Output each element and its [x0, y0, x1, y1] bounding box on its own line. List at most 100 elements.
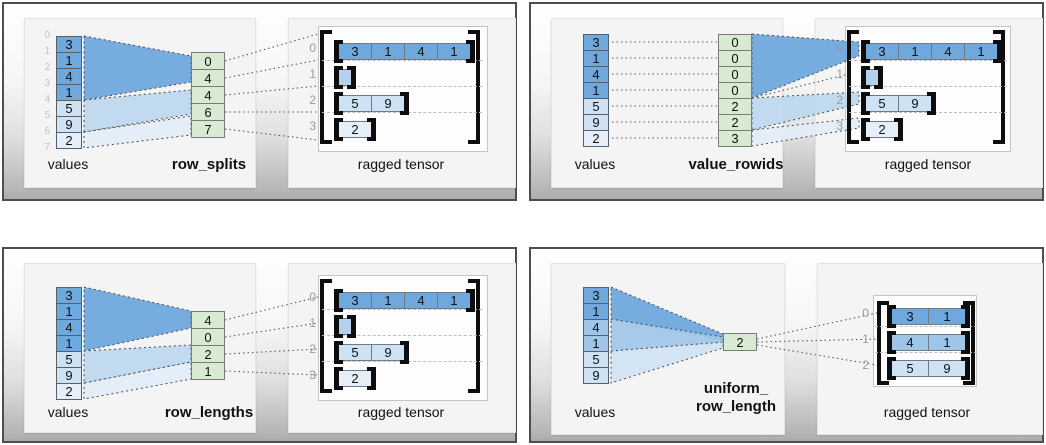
row-bracket-right-icon — [993, 40, 1002, 63]
row-index-label: 3 — [836, 119, 843, 133]
param-cell: 0 — [191, 328, 225, 346]
row-lengths-column: 4 0 2 1 — [191, 311, 225, 380]
values-cell: 4 — [56, 68, 82, 85]
value-index-label: 7 — [44, 142, 50, 153]
param-caption: row_splits — [171, 156, 247, 173]
values-cell: 9 — [583, 114, 609, 131]
row-bracket-right-icon — [400, 92, 409, 115]
uniform-row-length-cell: 2 — [723, 333, 757, 351]
row-index-label: 2 — [836, 93, 843, 107]
bracket-right-icon — [963, 301, 975, 385]
row-bracket-right-icon — [961, 357, 970, 380]
param-cell: 6 — [191, 103, 225, 121]
row-bracket-right-icon — [367, 118, 376, 141]
tensor-row: 5 9 — [334, 92, 409, 115]
param-cell: 4 — [191, 311, 225, 329]
tensor-cell: 1 — [898, 43, 932, 60]
values-cell: 9 — [583, 367, 609, 384]
tensor-cell: 9 — [371, 95, 405, 112]
row-bracket-right-icon — [961, 305, 970, 328]
row-bracket-left-icon — [861, 92, 870, 115]
tensor-row: 5 9 — [861, 92, 936, 115]
row-bracket-left-icon — [334, 92, 343, 115]
tensor-row: 3 1 4 1 — [334, 289, 475, 312]
bracket-left-icon — [320, 30, 332, 144]
tensor-cell: 5 — [865, 95, 899, 112]
tensor-row: 3 1 4 1 — [861, 40, 1002, 63]
row-bracket-right-icon — [466, 40, 475, 63]
row-index-label: 0 — [309, 41, 316, 55]
param-cell: 0 — [718, 82, 752, 99]
row-bracket-right-icon — [400, 341, 409, 364]
tensor-row: 5 9 — [334, 341, 409, 364]
row-bracket-left-icon — [887, 357, 896, 380]
row-index-label: 2 — [309, 93, 316, 107]
panel-row-lengths: 3 1 4 1 5 9 2 4 0 2 1 values row_lengths… — [2, 247, 517, 443]
row-bracket-left-icon — [861, 118, 870, 141]
bracket-left-icon — [847, 30, 859, 144]
values-cell: 1 — [56, 52, 82, 69]
row-index-label: 2 — [309, 342, 316, 356]
tensor-row: 2 — [334, 367, 376, 390]
values-cell: 5 — [56, 100, 82, 117]
panel-uniform-row-length: 3 1 4 1 5 9 2 values uniform_ row_length… — [529, 247, 1044, 443]
row-index-label: 0 — [836, 41, 843, 55]
tensor-cell: 9 — [898, 95, 932, 112]
values-cell: 5 — [583, 98, 609, 115]
row-index-label: 0 — [309, 290, 316, 304]
param-caption: value_rowids — [688, 156, 784, 173]
tensor-cell: 1 — [371, 43, 405, 60]
row-bracket-left-icon — [334, 118, 343, 141]
values-cell: 1 — [56, 335, 82, 352]
bracket-right-icon — [468, 30, 480, 144]
tensor-cell: 3 — [865, 43, 899, 60]
row-bracket-left-icon — [334, 66, 343, 89]
row-index-label: 3 — [309, 368, 316, 382]
row-index-label: 0 — [862, 306, 869, 320]
row-splits-column: 0 4 4 6 7 — [191, 52, 225, 138]
bracket-left-icon — [877, 301, 889, 385]
values-cell: 3 — [56, 36, 82, 53]
values-caption: values — [574, 156, 616, 172]
tensor-caption: ragged tensor — [357, 156, 445, 172]
param-cell: 2 — [718, 114, 752, 131]
tensor-cell: 4 — [404, 43, 438, 60]
param-caption-line1: uniform_ — [703, 380, 769, 397]
row-bracket-left-icon — [334, 367, 343, 390]
param-cell: 0 — [718, 34, 752, 51]
values-cell: 3 — [56, 287, 82, 304]
values-cell: 2 — [56, 132, 82, 149]
tensor-row-empty — [861, 66, 883, 89]
param-cell: 2 — [191, 345, 225, 363]
param-cell: 2 — [718, 98, 752, 115]
tensor-row: 5 9 — [887, 357, 970, 380]
row-bracket-right-icon — [466, 289, 475, 312]
row-divider — [322, 335, 482, 336]
value-index-label: 2 — [44, 62, 50, 73]
row-bracket-right-icon — [367, 367, 376, 390]
tensor-caption: ragged tensor — [884, 156, 972, 172]
value-index-label: 4 — [44, 94, 50, 105]
param-cell: 2 — [723, 333, 757, 351]
row-bracket-left-icon — [334, 289, 343, 312]
row-bracket-left-icon — [334, 315, 343, 338]
param-cell: 1 — [191, 362, 225, 380]
panel-row-splits: 0 1 2 3 4 5 6 7 3 1 4 1 5 9 2 0 4 4 6 7 … — [2, 2, 517, 201]
value-rowids-column: 0 0 0 0 2 2 3 — [718, 34, 752, 147]
row-bracket-left-icon — [334, 40, 343, 63]
row-bracket-left-icon — [334, 341, 343, 364]
row-divider — [849, 86, 1007, 87]
value-index-label: 5 — [44, 110, 50, 121]
tensor-cell: 1 — [928, 308, 966, 325]
values-cell: 9 — [56, 116, 82, 133]
values-cell: 4 — [56, 319, 82, 336]
row-divider — [322, 60, 482, 61]
values-caption: values — [47, 156, 89, 172]
values-cell: 3 — [583, 34, 609, 51]
row-bracket-right-icon — [927, 92, 936, 115]
row-bracket-left-icon — [861, 66, 870, 89]
values-cell: 1 — [583, 335, 609, 352]
tensor-cell: 5 — [891, 360, 929, 377]
param-cell: 7 — [191, 120, 225, 138]
